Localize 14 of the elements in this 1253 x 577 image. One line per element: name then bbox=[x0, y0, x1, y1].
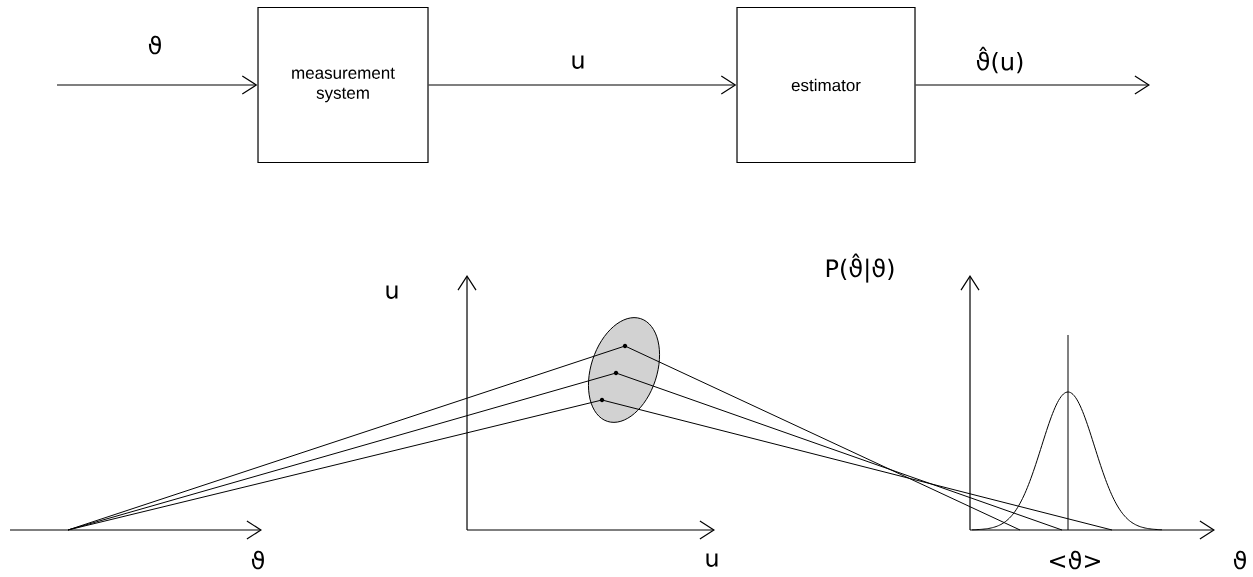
edge-label: u bbox=[569, 54, 587, 70]
edge-label: ϑ bbox=[146, 34, 164, 56]
edge-label: ϑ̂(u) bbox=[974, 45, 1026, 75]
process-box: measurement system bbox=[257, 6, 429, 164]
arrow bbox=[428, 75, 737, 95]
process-box: estimator bbox=[736, 6, 916, 164]
arrow bbox=[56, 75, 258, 95]
axis-label: P(ϑ̂|ϑ) bbox=[826, 253, 894, 283]
axis-label: ϑ bbox=[251, 550, 264, 570]
axis-label: u bbox=[386, 285, 398, 299]
axis-label: ϑ bbox=[1233, 550, 1246, 570]
arrow bbox=[915, 75, 1150, 95]
axis-label: u bbox=[706, 553, 718, 567]
axis-label: <ϑ> bbox=[1050, 550, 1100, 570]
